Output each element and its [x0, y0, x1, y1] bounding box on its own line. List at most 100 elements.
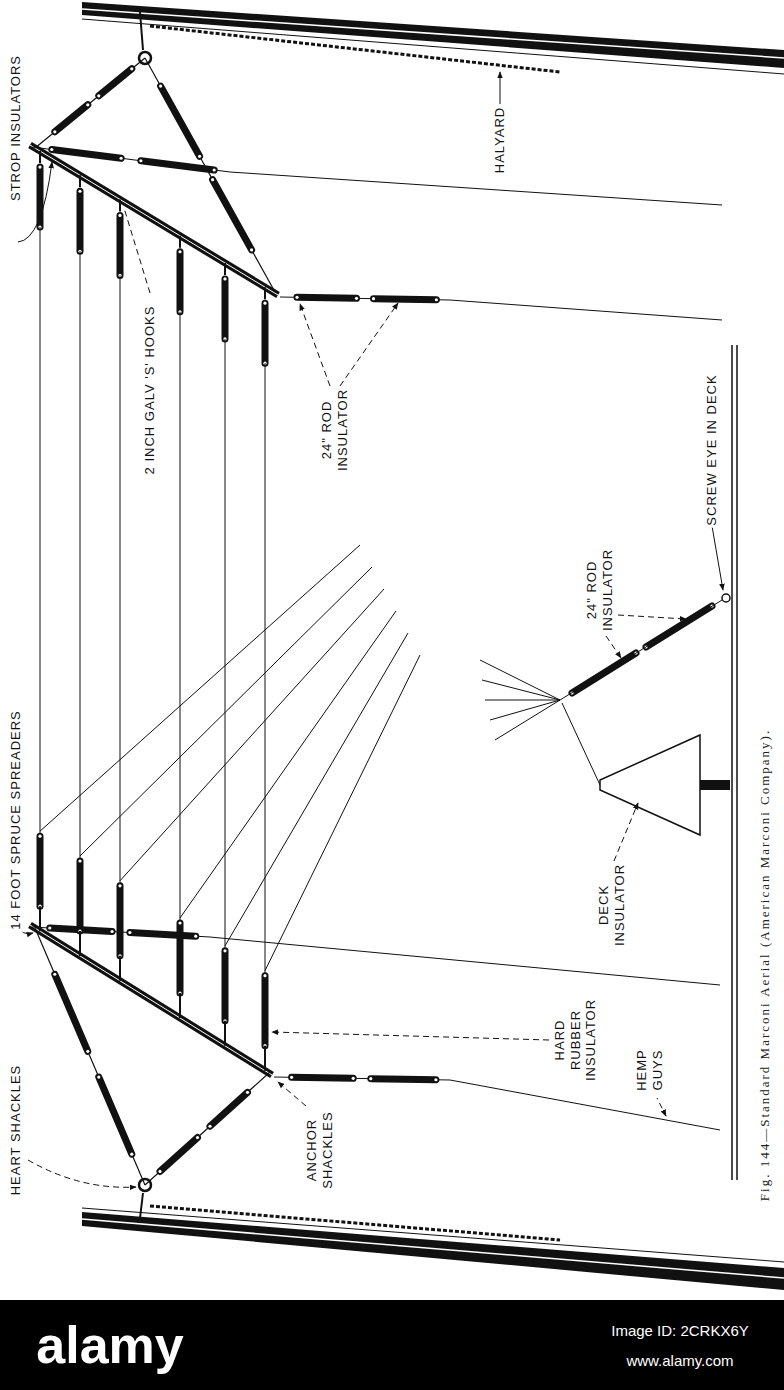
leader-line [500, 72, 501, 104]
hemp-guy [230, 172, 722, 205]
insulator-eye [178, 921, 181, 924]
callout-label: HALYARD [492, 105, 508, 175]
insulator-eye [128, 931, 131, 934]
mast-highlight [82, 1219, 784, 1278]
insulator-eye [97, 1075, 100, 1078]
lead-in-wire [40, 545, 360, 831]
screw-eye [722, 594, 730, 602]
insulator-eye [53, 973, 56, 976]
guy-wire [280, 297, 450, 300]
insulator-eye [250, 248, 253, 251]
hemp-guy [450, 300, 722, 320]
insulator-eye [78, 190, 81, 193]
insulator-eye [196, 1136, 199, 1139]
halyard-rope [150, 1206, 560, 1240]
rod-insulator [371, 1079, 436, 1080]
rod-insulator [99, 69, 132, 96]
callout-label: STROP INSULATORS [8, 53, 24, 203]
lead-in-wire [80, 567, 372, 856]
rod-insulator [161, 86, 200, 156]
insulator-eye [198, 155, 201, 158]
insulator-eye [211, 178, 214, 181]
guy-wire [274, 1077, 450, 1080]
insulator-eye [118, 884, 121, 887]
insulator-eye [194, 935, 197, 938]
insulator-eye [118, 214, 121, 217]
halyard-rope [150, 26, 560, 72]
s-hook [39, 906, 41, 931]
rod-insulator [160, 1138, 198, 1172]
callout-label: HEMP GUYS [634, 1042, 665, 1098]
insulator-eye [208, 1125, 211, 1128]
callout-label: 2 INCH GALV 'S' HOOKS [142, 304, 158, 477]
rod-insulator [55, 105, 88, 132]
insulator-eye [372, 297, 375, 300]
rod-insulator [37, 836, 44, 906]
watermark-text: alamy [36, 1315, 183, 1375]
mast [82, 1212, 784, 1290]
rod-insulator [77, 861, 84, 931]
insulator-eye [86, 103, 89, 106]
insulator-eye [38, 835, 41, 838]
callout-label: HARD RUBBER INSULATOR [552, 996, 599, 1084]
insulator-eye [369, 1077, 372, 1080]
insulator-eye [159, 84, 162, 87]
rod-insulator [374, 299, 437, 300]
rod-insulator [177, 923, 184, 993]
rod-insulator [262, 976, 269, 1046]
insulator-eye [111, 930, 114, 933]
callout-label: 24" ROD INSULATOR [584, 546, 615, 634]
spruce-spreader [30, 925, 272, 1075]
hemp-guy [450, 1080, 720, 1130]
insulator-eye [48, 926, 51, 929]
insulator-eye [355, 297, 358, 300]
s-hook [224, 1021, 226, 1046]
rod-insulator [222, 279, 229, 339]
leader-line [712, 526, 723, 590]
mast-hook [140, 12, 143, 50]
mast-highlight [82, 9, 784, 58]
aerial-wire [265, 363, 266, 976]
rod-insulator [130, 933, 196, 937]
lead-in-wire [265, 655, 420, 971]
aerial-wire [225, 339, 226, 951]
deck-line [731, 345, 733, 1180]
leader-line [28, 1160, 136, 1187]
rod-insulator [117, 886, 124, 956]
rod-insulator [210, 1092, 248, 1126]
insulator-eye [263, 302, 266, 305]
rod-insulator [77, 191, 84, 251]
watermark-text: www.alamy.com [626, 1352, 733, 1369]
bridle [145, 1072, 270, 1185]
rod-insulator [55, 974, 88, 1051]
insulator-eye [223, 949, 226, 952]
leader-line [124, 208, 150, 293]
s-hook [179, 236, 181, 248]
lead-in-fan [480, 660, 560, 700]
insulator-eye [435, 298, 438, 301]
lead-in-wire [180, 611, 396, 918]
rod-insulator [213, 180, 252, 250]
aerial-wire [80, 251, 81, 861]
s-hook [264, 287, 266, 299]
insulator-eye [97, 94, 100, 97]
insulator-eye [295, 296, 298, 299]
leader-line [606, 636, 621, 658]
s-hook [79, 931, 81, 956]
callout-label: SCREW EYE IN DECK [704, 372, 720, 527]
leader-line [618, 615, 686, 619]
leader-line [300, 304, 330, 386]
callout-label: HEART SHACKLES [8, 1063, 24, 1198]
s-hook [79, 175, 81, 187]
spruce-spreader [30, 145, 278, 295]
deck-insulator-stem [700, 780, 730, 790]
rod-insulator [292, 1077, 354, 1078]
callout-label: 24" ROD INSULATOR [319, 386, 350, 474]
mast-edge [82, 19, 784, 74]
rod-insulator [262, 303, 269, 363]
bridle [35, 58, 145, 148]
lead-in-fan [495, 700, 560, 740]
guy-wire [32, 147, 230, 172]
insulator-eye [38, 165, 41, 168]
insulator-eye [213, 168, 216, 171]
